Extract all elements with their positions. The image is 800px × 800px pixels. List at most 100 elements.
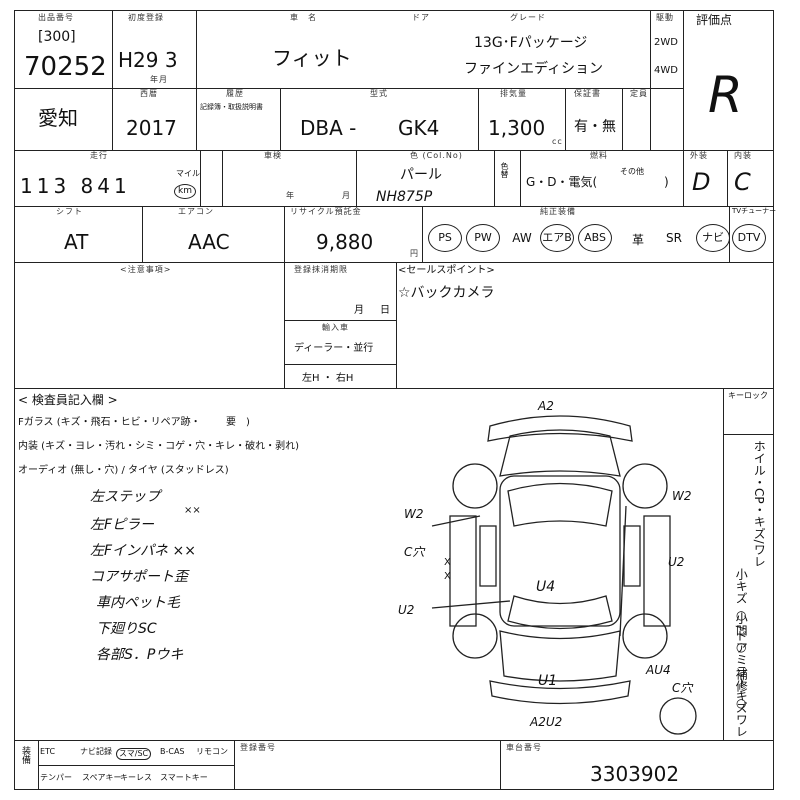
side-note-3: 小凹 ○ xyxy=(734,612,749,654)
equipment-item: SR xyxy=(666,231,682,245)
rear-window xyxy=(507,595,613,630)
handwritten-note: 左Fインパネ ×× xyxy=(90,543,196,559)
handle: 左H ・ 右H xyxy=(302,373,354,384)
auction-no-label: 出品番号 xyxy=(38,13,74,22)
side-note-1: ホイル・CP・キズ/ワレ xyxy=(752,440,767,568)
history-label: 履歴 xyxy=(226,89,244,98)
glass-mark: 要 xyxy=(226,417,236,428)
handwritten-note: 各部S．Pウキ xyxy=(96,647,184,663)
drive-4wd: 4WD xyxy=(654,65,678,76)
sales-label: <セールスポイント> xyxy=(398,265,495,276)
shift: AT xyxy=(64,230,89,254)
pointer-w2-right xyxy=(619,505,627,637)
shift-label: シフト xyxy=(56,207,83,216)
equipment-item: ABS xyxy=(578,224,612,252)
diagram-label: A2 xyxy=(538,399,554,413)
auction-no: 70252 xyxy=(24,52,107,82)
divider xyxy=(284,364,396,365)
score: R xyxy=(708,66,743,124)
chassis-no: 3303902 xyxy=(590,762,680,786)
divider xyxy=(112,10,113,88)
divider xyxy=(14,262,774,263)
border-left xyxy=(14,10,15,790)
handwritten-note: コアサポート歪 xyxy=(90,569,188,585)
border-top xyxy=(14,10,774,11)
divider xyxy=(112,88,113,150)
border-bottom xyxy=(14,789,774,790)
pointer-u2-left xyxy=(431,600,511,609)
equipment-item: AW xyxy=(512,231,532,245)
grade-line2: ファインエディション xyxy=(464,61,604,77)
divider xyxy=(723,388,724,740)
windshield xyxy=(507,482,613,527)
equip-label: 装備 xyxy=(20,746,30,764)
diagram-label: U2 xyxy=(398,603,415,617)
equipment-item: DTV xyxy=(732,224,766,252)
keyless-label: キーロック xyxy=(728,391,768,400)
footer-item: スマートキー xyxy=(160,773,208,782)
first-reg-unit: 年月 xyxy=(150,75,168,84)
deadline-label: 登録抹消期限 xyxy=(294,265,348,274)
divider xyxy=(14,150,774,151)
footer-item: ナビ記録 xyxy=(80,747,112,756)
deadline-day-unit: 日 xyxy=(380,305,390,316)
divider xyxy=(650,10,651,150)
divider xyxy=(494,150,495,206)
mileage-unit-mile: マイル xyxy=(176,169,200,178)
diagram-label: X xyxy=(444,571,451,582)
door-label: ドア xyxy=(412,13,430,22)
fuel-options: G・D・電気( xyxy=(526,175,598,189)
diagram-label: X xyxy=(444,557,451,568)
year: 2017 xyxy=(126,116,177,140)
divider xyxy=(38,765,234,766)
diagram-label: A2U2 xyxy=(530,715,563,729)
year-label: 西暦 xyxy=(140,89,158,98)
handwritten-note: 下廻りSC xyxy=(96,621,157,637)
warranty: 有・無 xyxy=(574,119,616,135)
chassis-label: 車台番号 xyxy=(506,743,542,752)
deadline-month-unit: 月 xyxy=(354,305,364,316)
first-reg: H29 3 xyxy=(118,48,178,72)
divider xyxy=(622,88,623,150)
drive-label: 駆動 xyxy=(656,13,674,22)
sales-point: ☆バックカメラ xyxy=(398,285,495,301)
divider xyxy=(280,88,281,150)
handwritten-note: 左Fピラー xyxy=(90,517,155,533)
divider xyxy=(234,740,235,790)
equipment-item: PW xyxy=(466,224,500,252)
border-right xyxy=(773,10,774,790)
wheel-front-left xyxy=(452,463,498,509)
repaint-label: 色替 xyxy=(500,162,509,178)
audio-line: オーディオ (無し・穴) / タイヤ (スタッドレス) xyxy=(18,465,229,476)
divider xyxy=(222,150,223,206)
divider xyxy=(200,150,201,206)
interior: C xyxy=(734,168,751,196)
mileage: 113 841 xyxy=(20,174,131,198)
wheel-rear-left xyxy=(452,613,498,659)
wheel-front-right xyxy=(622,463,668,509)
displacement: 1,300 xyxy=(488,116,546,140)
mileage-label: 走行 xyxy=(90,151,108,160)
score-label: 評価点 xyxy=(696,13,733,27)
tv-label: TVチューナー xyxy=(732,207,777,215)
divider xyxy=(14,388,774,389)
aircon-label: エアコン xyxy=(178,207,214,216)
model: GK4 xyxy=(398,116,440,140)
equipment-item: 革 xyxy=(631,233,644,247)
bracket-mark: ×× xyxy=(184,505,201,516)
divider xyxy=(196,10,197,88)
exterior-label: 外装 xyxy=(690,151,708,160)
divider xyxy=(478,88,479,150)
glass-close: ) xyxy=(246,417,250,428)
hood xyxy=(499,429,621,477)
wheel-rear-right xyxy=(622,613,668,659)
footer-item: キーレス xyxy=(120,773,152,782)
divider xyxy=(14,88,683,89)
notes-label: <注意事項> xyxy=(120,265,172,274)
displacement-unit: cc xyxy=(552,137,563,146)
divider xyxy=(683,10,684,150)
inspector-title: < 検査員記入欄 > xyxy=(18,393,118,407)
divider xyxy=(284,262,285,388)
interior-label: 内装 xyxy=(734,151,752,160)
fuel-label: 燃料 xyxy=(590,151,608,160)
